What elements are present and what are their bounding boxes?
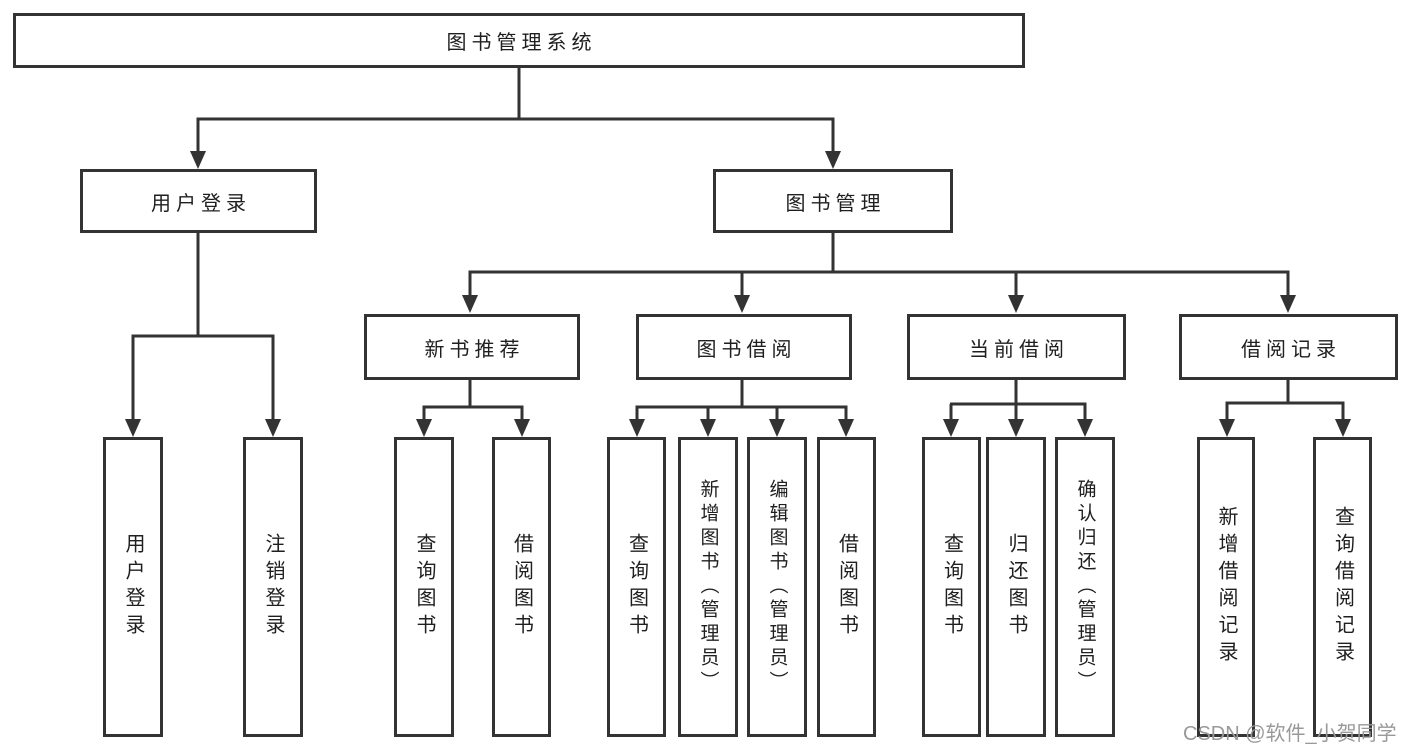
- arrowheads: [125, 151, 1351, 437]
- leaf-confirm-return-admin-label: 确认归还（管理员）: [1074, 479, 1096, 695]
- leaf-return-book: 归还图书: [986, 437, 1046, 737]
- node-user-login-branch-label: 用户登录: [151, 192, 251, 215]
- leaf-add-borrow-record-label: 新增借阅记录: [1215, 506, 1237, 668]
- leaf-logout-label: 注销登录: [262, 533, 284, 641]
- node-book-borrow-label: 图书借阅: [696, 338, 797, 361]
- leaf-add-borrow-record: 新增借阅记录: [1197, 437, 1255, 737]
- node-current-borrow-label: 当前借阅: [969, 338, 1069, 361]
- node-new-book-recommend: 新书推荐: [364, 314, 580, 380]
- node-root-system: 图书管理系统: [13, 13, 1025, 68]
- leaf-borrow-book: 借阅图书: [817, 437, 876, 737]
- csdn-watermark: CSDN @软件_小贺同学: [1183, 723, 1397, 745]
- node-current-borrow: 当前借阅: [907, 314, 1126, 380]
- node-book-borrow: 图书借阅: [636, 314, 852, 380]
- leaf-recommend-query-book: 查询图书: [394, 437, 454, 737]
- node-root-system-label: 图书管理系统: [446, 32, 597, 54]
- leaf-edit-book-admin: 编辑图书（管理员）: [747, 437, 807, 737]
- node-book-management-label: 图书管理: [785, 192, 886, 215]
- node-book-management: 图书管理: [713, 169, 953, 233]
- leaf-user-login: 用户登录: [103, 437, 163, 737]
- leaf-query-borrow-record-label: 查询借阅记录: [1331, 506, 1354, 668]
- leaf-edit-book-admin-label: 编辑图书（管理员）: [766, 479, 788, 695]
- leaf-query-borrow-record: 查询借阅记录: [1313, 437, 1372, 737]
- leaf-recommend-borrow-book-label: 借阅图书: [510, 533, 533, 641]
- leaf-borrow-query-book: 查询图书: [607, 437, 666, 737]
- leaf-current-query-book-label: 查询图书: [940, 533, 963, 641]
- leaf-add-book-admin-label: 新增图书（管理员）: [697, 479, 719, 695]
- leaf-return-book-label: 归还图书: [1005, 533, 1027, 641]
- leaf-add-book-admin: 新增图书（管理员）: [678, 437, 738, 737]
- leaf-user-login-label: 用户登录: [122, 533, 144, 641]
- node-borrow-record: 借阅记录: [1179, 314, 1398, 380]
- node-new-book-recommend-label: 新书推荐: [424, 338, 525, 361]
- leaf-confirm-return-admin: 确认归还（管理员）: [1055, 437, 1115, 737]
- leaf-recommend-query-book-label: 查询图书: [413, 533, 435, 641]
- leaf-recommend-borrow-book: 借阅图书: [492, 437, 551, 737]
- leaf-logout: 注销登录: [243, 437, 303, 737]
- leaf-borrow-book-label: 借阅图书: [835, 533, 858, 641]
- node-user-login-branch: 用户登录: [80, 169, 317, 233]
- leaf-borrow-query-book-label: 查询图书: [625, 533, 648, 641]
- leaf-current-query-book: 查询图书: [922, 437, 981, 737]
- node-borrow-record-label: 借阅记录: [1241, 338, 1341, 361]
